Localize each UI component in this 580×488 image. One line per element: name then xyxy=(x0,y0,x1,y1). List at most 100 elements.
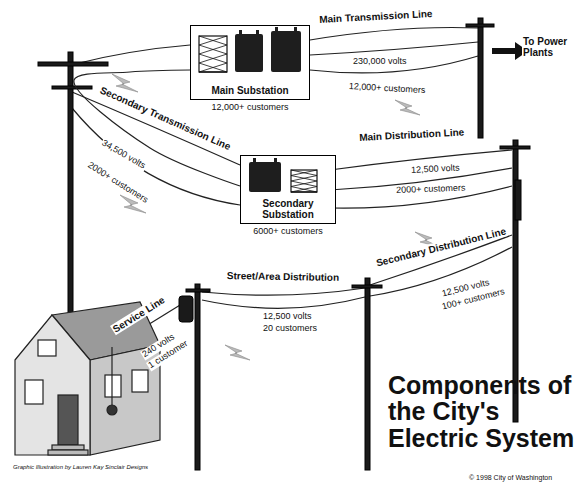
wire xyxy=(310,56,478,73)
lattice-strut xyxy=(199,45,227,54)
bushing xyxy=(253,158,256,162)
line-note: 20 customers xyxy=(262,324,318,334)
pole-transformer xyxy=(179,296,193,322)
lattice-strut xyxy=(199,45,227,54)
bushing xyxy=(256,30,259,34)
transformer-frame xyxy=(199,36,227,72)
lattice-strut xyxy=(199,54,227,63)
bushing xyxy=(275,27,278,31)
utility-pole xyxy=(68,52,73,337)
line-note: 34,500 volts xyxy=(99,138,148,172)
transformer-art xyxy=(241,156,331,198)
electric-meter xyxy=(107,405,117,415)
label-holder: 34,500 volts xyxy=(99,138,148,172)
lattice-strut xyxy=(291,187,317,193)
house-step xyxy=(48,450,88,455)
transformer-tank xyxy=(235,34,263,72)
substation-box: Main Substation12,000+ customers xyxy=(190,25,310,100)
label-holder: © 1998 City of Washington xyxy=(468,474,553,482)
customer-count: 12,000+ customers xyxy=(171,102,329,112)
house-step xyxy=(52,445,84,450)
utility-pole xyxy=(478,18,483,138)
substation-box: Secondary Substation6000+ customers xyxy=(240,155,336,224)
lattice-strut xyxy=(291,192,317,193)
wire xyxy=(72,108,240,205)
bushing xyxy=(274,158,277,162)
label-holder: 12,000+ customers xyxy=(347,82,426,96)
wire xyxy=(202,288,365,295)
crossarm xyxy=(500,146,530,149)
label-holder: Graphic Illustration by Lauren Kay Sincl… xyxy=(12,464,149,471)
node-title: Main Substation xyxy=(208,85,291,99)
house-window xyxy=(38,340,56,356)
crossarm xyxy=(466,24,494,27)
lattice-strut xyxy=(199,36,227,45)
transformer-frame xyxy=(291,170,317,192)
lightning-bolt xyxy=(225,345,250,360)
line-name: Main Transmission Line xyxy=(318,8,434,25)
wire xyxy=(310,42,478,55)
lattice-strut xyxy=(291,181,317,187)
line-note: 12,500 volts xyxy=(410,163,461,176)
house xyxy=(15,302,160,455)
line-note: 12,500 volts xyxy=(262,312,313,322)
label-holder: To Power Plants xyxy=(522,36,576,58)
lattice-strut xyxy=(291,187,317,193)
line-note: Graphic Illustration by Lauren Kay Sincl… xyxy=(12,464,149,471)
label-holder: 12,500 volts xyxy=(410,163,461,176)
line-name: To Power Plants xyxy=(522,36,576,58)
transformer-art xyxy=(191,26,311,78)
line-name: Secondary Distribution Line xyxy=(374,225,508,268)
customer-count: 6000+ customers xyxy=(221,226,355,236)
diagram-title: Components of the City's Electric System xyxy=(388,372,576,451)
house-window xyxy=(105,375,121,397)
lattice-strut xyxy=(291,170,317,176)
lattice-strut xyxy=(199,63,227,72)
bushing xyxy=(239,30,242,34)
crossarm xyxy=(352,285,382,288)
label-holder: Main Transmission Line xyxy=(318,8,434,25)
line-name: Service Line xyxy=(110,294,167,336)
house-front-wall xyxy=(15,315,90,455)
house-door xyxy=(58,395,78,445)
label-holder: Main Distribution Line xyxy=(358,126,465,143)
label-holder: Secondary Distribution Line xyxy=(374,225,508,268)
wire xyxy=(75,45,190,64)
lattice-strut xyxy=(199,72,227,73)
crossarm xyxy=(186,289,210,292)
lattice-strut xyxy=(291,176,317,182)
lattice-strut xyxy=(199,36,227,45)
house-window xyxy=(25,380,43,404)
label-holder: 230,000 volts xyxy=(352,57,408,67)
line-note: 12,000+ customers xyxy=(347,82,426,96)
lattice-strut xyxy=(199,63,227,72)
node-title: Secondary Substation xyxy=(241,198,335,223)
lattice-strut xyxy=(199,72,227,73)
label-holder: 2000+ customers xyxy=(395,184,467,196)
line-name: Main Distribution Line xyxy=(358,126,465,143)
transformer-tank xyxy=(249,162,281,192)
lattice-strut xyxy=(291,181,317,187)
meter-conduit xyxy=(111,347,112,405)
lattice-strut xyxy=(291,192,317,193)
lattice-strut xyxy=(291,176,317,182)
crossarm xyxy=(52,86,92,89)
crossarm xyxy=(38,62,108,66)
wire xyxy=(202,297,365,308)
lattice-strut xyxy=(199,54,227,63)
label-holder: Service Line xyxy=(110,294,167,336)
wire xyxy=(310,28,478,41)
lattice-strut xyxy=(291,170,317,176)
utility-pole xyxy=(365,278,370,470)
label-holder: 20 customers xyxy=(262,324,318,334)
line-note: © 1998 City of Washington xyxy=(468,474,553,482)
label-holder: 12,500 volts xyxy=(262,312,313,322)
house-window xyxy=(132,370,148,392)
line-name: Street/Area Distribution xyxy=(226,270,340,283)
label-holder: Street/Area Distribution xyxy=(226,270,340,283)
bushing xyxy=(294,27,297,31)
line-note: 2000+ customers xyxy=(395,184,467,196)
insulator xyxy=(515,180,521,220)
line-note: 230,000 volts xyxy=(352,57,408,67)
